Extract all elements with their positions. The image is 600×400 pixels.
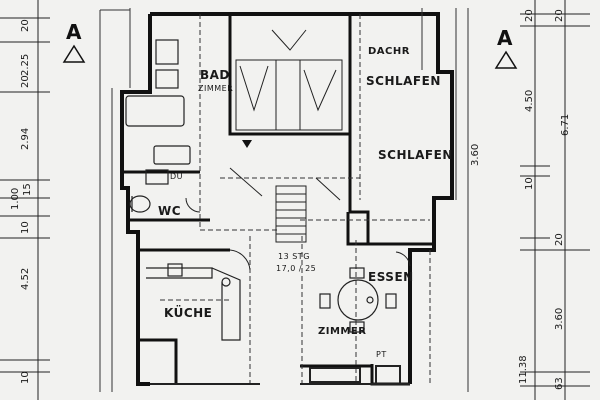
bottom-structure bbox=[150, 365, 410, 385]
dim-right-8: 3.60 bbox=[554, 307, 565, 330]
dim-right-5: 3.60 bbox=[470, 143, 481, 166]
outer-walls bbox=[120, 12, 454, 386]
stair-ratio-label: 17,0 / 25 bbox=[276, 264, 317, 273]
dim-left-5: 1.00 bbox=[10, 187, 21, 210]
room-label-bad: BAD bbox=[200, 68, 230, 82]
dim-right-1: 20 bbox=[524, 9, 535, 22]
wall-thin-lines bbox=[99, 8, 469, 392]
dining-table bbox=[319, 267, 397, 333]
stair-upper bbox=[235, 29, 343, 131]
dim-right-4: 6.71 bbox=[560, 113, 571, 136]
room-label-schlafen-top: SCHLAFEN bbox=[366, 74, 441, 88]
dim-left-2: 2.25 bbox=[20, 53, 31, 76]
room-label-dusche: DU bbox=[170, 172, 184, 181]
right-dimension-lines bbox=[520, 0, 590, 400]
room-label-dachr: DACHR bbox=[368, 46, 410, 57]
dim-left-3: 20 bbox=[20, 75, 31, 88]
dim-right-6: 10 bbox=[524, 177, 535, 190]
dim-left-6: 15 bbox=[22, 183, 33, 196]
dim-left-1: 20 bbox=[20, 19, 31, 32]
stair-lower bbox=[229, 167, 341, 243]
section-mark-right: A bbox=[497, 26, 513, 50]
dim-right-7: 20 bbox=[554, 233, 565, 246]
left-dimension-line bbox=[0, 0, 50, 400]
dim-left-9: 10 bbox=[20, 371, 31, 384]
dim-right-9: 11.38 bbox=[518, 355, 529, 384]
pt-label: PT bbox=[376, 350, 387, 359]
dim-left-4: 2.94 bbox=[20, 127, 31, 150]
room-label-zimmer-bad: ZIMMER bbox=[198, 84, 234, 93]
room-label-essen: ESSEN bbox=[368, 270, 414, 284]
room-label-wc: WC bbox=[158, 204, 182, 218]
room-label-schlafen: SCHLAFEN bbox=[378, 148, 453, 162]
dim-left-8: 4.52 bbox=[20, 267, 31, 290]
stair-arrow-icon bbox=[242, 140, 252, 148]
dim-right-2: 20 bbox=[554, 9, 565, 22]
stair-steps-label: 13 STG bbox=[278, 252, 310, 261]
section-mark-left: A bbox=[66, 20, 82, 44]
room-label-zimmer: ZIMMER bbox=[318, 326, 367, 337]
dim-right-10: 63 bbox=[554, 377, 565, 390]
dim-right-3: 4.50 bbox=[524, 89, 535, 112]
dim-left-7: 10 bbox=[20, 221, 31, 234]
door-arcs bbox=[185, 197, 411, 271]
section-triangles bbox=[62, 44, 518, 69]
kitchen-counter bbox=[146, 263, 241, 341]
dashed-lines bbox=[160, 14, 431, 384]
room-label-kueche: KÜCHE bbox=[164, 306, 213, 320]
bath-fixtures bbox=[125, 39, 191, 213]
